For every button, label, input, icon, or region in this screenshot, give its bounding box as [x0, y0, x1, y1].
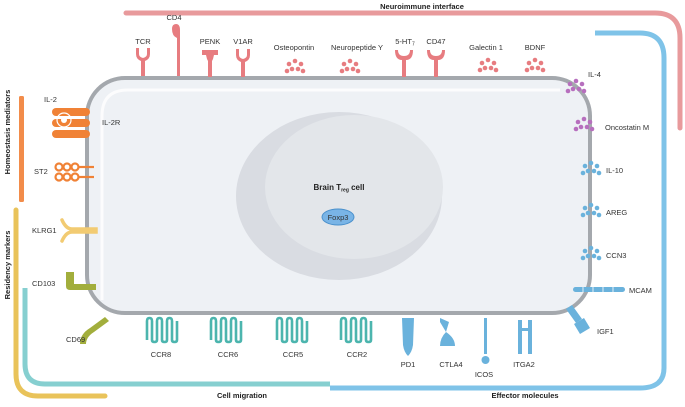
cd103-receptor — [66, 272, 96, 290]
cd69-label: CD69 — [66, 335, 85, 344]
galectin-label: Galectin 1 — [469, 43, 503, 52]
ccr5-label: CCR5 — [283, 350, 303, 359]
cd69-receptor — [80, 317, 109, 344]
cd4-receptor — [172, 24, 180, 76]
cell-highlight — [100, 88, 560, 300]
ccn3-label: CCN3 — [606, 251, 626, 260]
mcam-receptor — [573, 287, 625, 292]
penk-label: PENK — [200, 37, 220, 46]
bdnf-ligand — [524, 57, 546, 73]
il2r-complex — [52, 108, 90, 138]
igf1-label: IGF1 — [597, 327, 614, 336]
il2r-label: IL-2R — [102, 118, 121, 127]
il4-label: IL-4 — [588, 70, 601, 79]
cd103-label: CD103 — [32, 279, 55, 288]
homeostasis-bar — [19, 96, 24, 202]
ccr2-receptor — [339, 316, 373, 344]
npy-ligand — [339, 58, 361, 74]
ccr6-label: CCR6 — [218, 350, 238, 359]
itga2-label: ITGA2 — [513, 360, 535, 369]
pd1-label: PD1 — [401, 360, 416, 369]
tcr-receptor — [136, 48, 150, 76]
homeostasis-title: Homeostasis mediators — [3, 90, 12, 175]
il2-label: IL-2 — [44, 95, 57, 104]
nucleus-highlight — [265, 115, 443, 259]
neuroimmune-bracket — [123, 10, 683, 131]
v1ar-receptor — [236, 49, 250, 77]
cd4-label: CD4 — [166, 13, 181, 22]
areg-label: AREG — [606, 208, 627, 217]
klrg1-label: KLRG1 — [32, 226, 57, 235]
ctla4-receptor — [440, 318, 455, 346]
foxp3-label: Foxp3 — [328, 213, 349, 222]
osteopontin-ligand — [284, 58, 306, 74]
oncostatin-label: Oncostatin M — [605, 123, 649, 132]
ccr2-label: CCR2 — [347, 350, 367, 359]
galectin-ligand — [477, 57, 499, 73]
cell-migration-title: Cell migration — [217, 391, 267, 400]
foxp3-marker — [321, 208, 355, 226]
ccr5-receptor — [275, 316, 309, 344]
icos-receptor — [481, 318, 490, 364]
ctla4-label: CTLA4 — [439, 360, 462, 369]
itga2-receptor — [518, 320, 532, 354]
residency-title: Residency markers — [3, 231, 12, 300]
residency-bracket — [13, 207, 108, 399]
osteopontin-label: Osteopontin — [274, 43, 314, 52]
effector-bracket — [330, 30, 667, 391]
cd47-label: CD47 — [426, 37, 445, 46]
ht7-receptor — [395, 50, 413, 77]
pd1-receptor — [402, 318, 414, 356]
mcam-label: MCAM — [629, 286, 652, 295]
cell-title: Brain Treg cell — [314, 183, 365, 194]
bdnf-label: BDNF — [525, 43, 546, 52]
cd47-receptor — [427, 50, 445, 77]
icos-label: ICOS — [475, 370, 493, 379]
igf1-receptor — [566, 305, 590, 334]
ccr8-label: CCR8 — [151, 350, 171, 359]
ccr6-receptor — [209, 316, 243, 344]
il10-label: IL-10 — [606, 166, 623, 175]
st2-label: ST2 — [34, 167, 48, 176]
ccr8-receptor — [145, 316, 179, 344]
st2-receptor — [54, 162, 94, 182]
migration-bracket — [22, 288, 330, 387]
neuroimmune-title: Neuroimmune interface — [380, 2, 464, 11]
effector-title: Effector molecules — [491, 391, 558, 400]
npy-label: Neuropeptide Y — [331, 43, 383, 52]
penk-receptor — [202, 50, 218, 77]
ht7-label: 5-HT7 — [395, 37, 415, 48]
klrg1-receptor — [60, 218, 98, 243]
v1ar-label: V1AR — [233, 37, 253, 46]
tcr-label: TCR — [135, 37, 151, 46]
